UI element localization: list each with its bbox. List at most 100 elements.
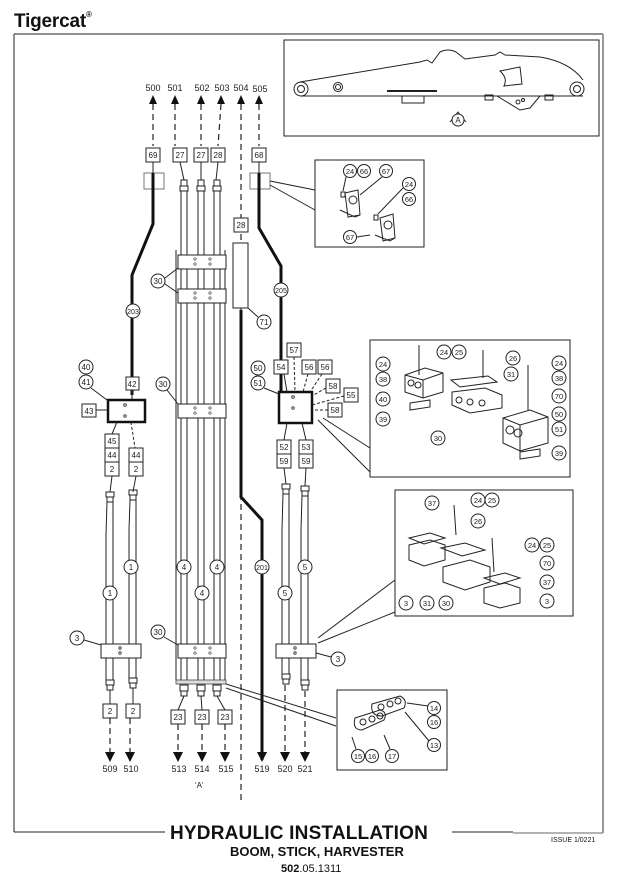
callout-label: 27: [176, 151, 185, 160]
diagram-line: [215, 161, 219, 181]
part-box: [177, 254, 227, 270]
callout-label: 58: [329, 382, 338, 391]
port-514: 514: [194, 764, 209, 774]
diagram-line: [356, 234, 371, 238]
callout-circle: [419, 595, 435, 611]
callout-label: 67: [346, 233, 354, 242]
part-box: [180, 690, 188, 697]
callout-label: 4: [200, 589, 205, 598]
diagram-line: [404, 367, 444, 399]
part-box: [343, 387, 359, 403]
callout-circle: [193, 296, 197, 300]
bottom-ports: 509 510 513 514 515 519 520 521 ‘A’: [102, 685, 313, 790]
callout-label: 70: [555, 392, 563, 401]
callout-circle: [368, 715, 376, 723]
port-510: 510: [123, 764, 138, 774]
callout-label: 30: [154, 277, 163, 286]
callout-circle: [515, 99, 521, 105]
part-box: [300, 485, 310, 492]
callout-label: 30: [154, 628, 163, 637]
callout-circle: [343, 164, 357, 178]
callout-circle: [333, 82, 343, 92]
diagram-line: [519, 448, 541, 460]
callout-label: 40: [379, 395, 387, 404]
callout-circle: [330, 651, 346, 667]
port-509: 509: [102, 764, 117, 774]
callout-circle: [208, 406, 212, 410]
callout-label: 57: [290, 346, 299, 355]
diagram-line: [281, 493, 290, 674]
top-ports: 500 501 502 503 504 505: [145, 83, 268, 800]
callout-circle: [193, 406, 197, 410]
callout-circle: [503, 366, 519, 382]
fitting-label-504: 28: [237, 221, 246, 230]
part-box: [282, 678, 290, 685]
callout-label: 24: [474, 496, 482, 505]
callout-circle: [551, 370, 567, 386]
callout-label: 66: [405, 195, 413, 204]
diagram-line: [217, 103, 222, 147]
callout-circle: [438, 595, 454, 611]
callout-label: 37: [543, 578, 551, 587]
part-box: [301, 490, 309, 497]
diagram-line: [83, 639, 102, 646]
view-a-label: ‘A’: [195, 781, 204, 790]
diagram-line: [300, 495, 309, 680]
callout-label: 58: [331, 406, 340, 415]
callout-label: 23: [174, 713, 183, 722]
callout-label: 4: [182, 563, 187, 572]
callout-label: 53: [302, 443, 311, 452]
callout-circle: [407, 379, 415, 387]
diagram-line: [453, 504, 457, 536]
callout-label: 71: [260, 318, 269, 327]
callout-label: 56: [305, 363, 314, 372]
callout-label: 31: [507, 370, 515, 379]
callout-circle: [398, 595, 414, 611]
part-box: [273, 359, 289, 375]
callout-label: 24: [528, 541, 536, 550]
view-a-marker: A: [449, 111, 467, 127]
callout-circle: [551, 406, 567, 422]
callout-circle: [193, 291, 197, 295]
callout-circle: [451, 113, 465, 127]
diagram-line: [149, 95, 263, 104]
callout-circle: [436, 344, 452, 360]
callout-circle: [383, 220, 393, 230]
callout-label: 45: [108, 437, 117, 446]
callout-circle: [193, 646, 197, 650]
callout-label: 27: [197, 151, 206, 160]
diagram-line: [179, 161, 185, 181]
part-box: [213, 179, 221, 187]
brand-logo: Tigercat®: [14, 10, 92, 33]
part-box: [544, 94, 554, 101]
part-box: [369, 339, 571, 478]
callout-label: 205: [275, 288, 287, 295]
callouts-upper: 30 203 205 71 30: [125, 267, 289, 405]
callout-label: 16: [368, 752, 376, 761]
callout-circle: [375, 356, 391, 372]
diagram-line: [371, 695, 406, 717]
part-box: [175, 679, 227, 685]
callout-circle: [521, 98, 525, 102]
part-box: [212, 684, 222, 692]
callout-circle: [466, 398, 474, 406]
left-hoses: 1 1 3: [69, 489, 142, 691]
port-501: 501: [167, 83, 182, 93]
port-505: 505: [252, 84, 267, 94]
diagram-line: [105, 752, 310, 762]
callout-circle: [375, 371, 391, 387]
callout-label: 38: [555, 374, 563, 383]
part-box: [180, 179, 188, 187]
diagram-line: [353, 709, 386, 731]
doc-number-prefix: 502: [281, 863, 300, 875]
callout-circle: [208, 411, 212, 415]
left-manifold-group: 42 43 40 41 45 44 2 44 2: [78, 359, 147, 493]
diagram-line: [263, 387, 280, 395]
callout-label: 3: [75, 634, 80, 643]
callout-label: 43: [85, 407, 94, 416]
diagram-line: 24 38 40 39 24 25 26 31 30 24 38 70 50 5…: [375, 344, 567, 461]
callout-circle: [291, 406, 295, 410]
callout-label: 28: [214, 151, 223, 160]
callout-label: 1: [108, 589, 113, 598]
callout-circle: [430, 430, 446, 446]
